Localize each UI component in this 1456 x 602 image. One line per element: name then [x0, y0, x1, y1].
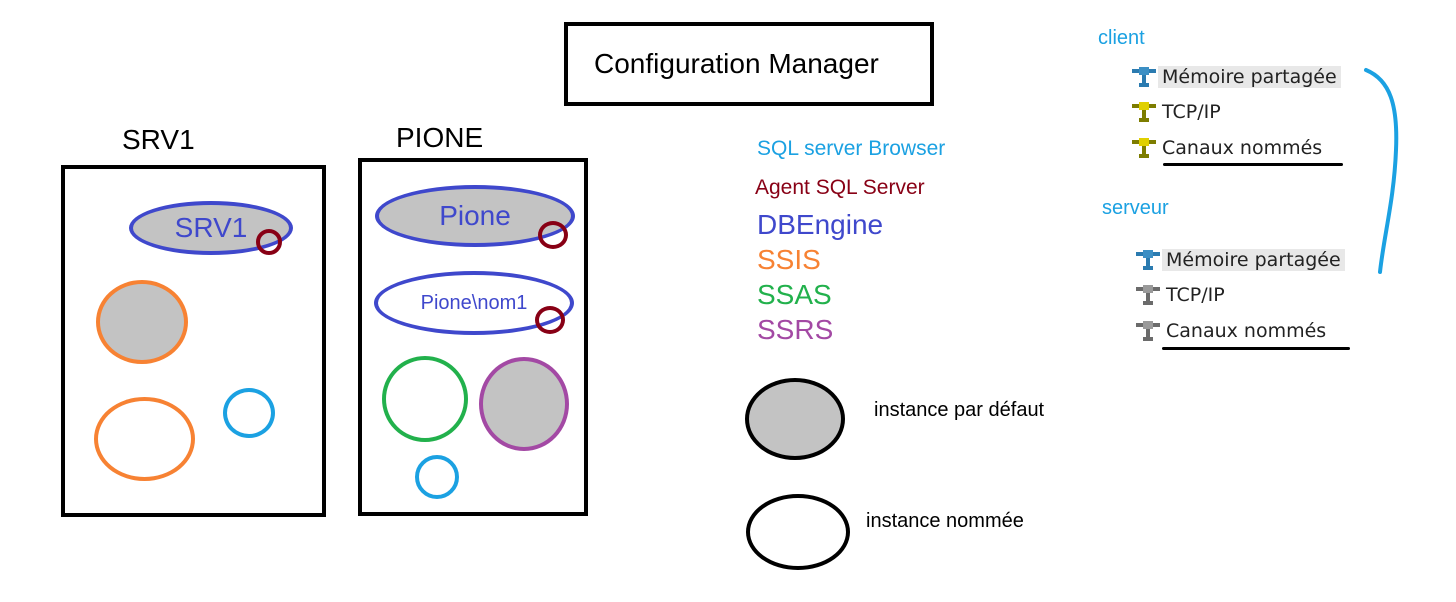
network-protocol-icon	[1130, 135, 1158, 161]
server-label-pione: PIONE	[396, 122, 484, 153]
network-protocol-icon	[1134, 282, 1162, 308]
pione-named-instance-label: Pione\nom1	[420, 291, 528, 314]
srv1-ssis-default-instance	[96, 280, 188, 364]
srv1-instance-label: SRV1	[174, 212, 248, 243]
pione-agent-marker-named	[535, 306, 565, 334]
pione-dbengine-named-instance: Pione\nom1	[374, 271, 574, 335]
legend-sql-browser: SQL server Browser	[757, 137, 946, 160]
protocol-label: TCP/IP	[1162, 101, 1221, 123]
server-protocol-shared-memory[interactable]: Mémoire partagée	[1134, 247, 1345, 273]
srv1-dbengine-default-instance: SRV1	[129, 201, 293, 255]
legend-agent: Agent SQL Server	[755, 176, 925, 199]
pione-agent-marker-default	[538, 221, 568, 249]
legend-default-instance-swatch	[745, 378, 845, 460]
srv1-ssis-named-instance	[94, 397, 195, 481]
legend-default-instance-label: instance par défaut	[874, 399, 1045, 421]
legend-ssis: SSIS	[757, 244, 821, 275]
network-protocol-icon	[1134, 318, 1162, 344]
legend-ssrs: SSRS	[757, 314, 834, 345]
pione-browser-marker	[415, 455, 459, 499]
client-protocol-shared-memory[interactable]: Mémoire partagée	[1130, 64, 1341, 90]
legend-named-instance-label: instance nommée	[866, 510, 1024, 532]
client-named-pipes-underline	[1163, 163, 1343, 166]
network-protocol-icon	[1134, 247, 1162, 273]
pione-ssas-named-instance	[382, 356, 468, 442]
server-protocol-named-pipes[interactable]: Canaux nommés	[1134, 318, 1330, 344]
srv1-browser-marker	[223, 388, 275, 438]
server-named-pipes-underline	[1162, 347, 1350, 350]
protocol-label: Canaux nommés	[1166, 320, 1327, 342]
server-protocols-label: serveur	[1102, 197, 1169, 219]
protocol-label: Mémoire partagée	[1158, 66, 1341, 88]
pione-ssrs-default-instance	[479, 357, 569, 451]
pione-instance-label: Pione	[439, 200, 511, 231]
client-protocol-tcpip[interactable]: TCP/IP	[1130, 99, 1225, 125]
srv1-agent-marker	[256, 229, 282, 255]
network-protocol-icon	[1130, 99, 1158, 125]
title-box: Configuration Manager	[564, 22, 934, 106]
shared-memory-connector	[1364, 68, 1399, 274]
protocol-label: Canaux nommés	[1162, 137, 1323, 159]
client-protocol-named-pipes[interactable]: Canaux nommés	[1130, 135, 1326, 161]
legend-named-instance-swatch	[746, 494, 850, 570]
protocol-label: Mémoire partagée	[1162, 249, 1345, 271]
client-protocols-label: client	[1098, 27, 1145, 49]
diagram-title: Configuration Manager	[594, 48, 879, 79]
protocol-label: TCP/IP	[1166, 284, 1225, 306]
legend-ssas: SSAS	[757, 279, 832, 310]
server-label-srv1: SRV1	[122, 124, 195, 155]
server-protocol-tcpip[interactable]: TCP/IP	[1134, 282, 1229, 308]
legend-dbengine: DBEngine	[757, 209, 884, 240]
network-protocol-icon	[1130, 64, 1158, 90]
